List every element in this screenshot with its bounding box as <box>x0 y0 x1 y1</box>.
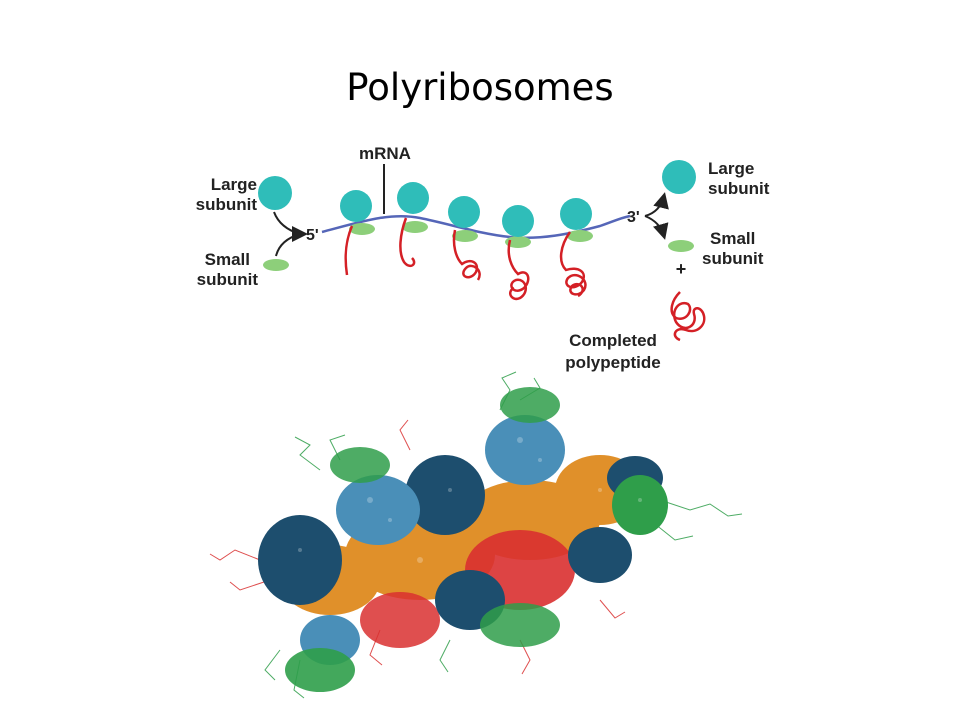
ribosome-2 <box>397 182 429 268</box>
polyribosome-3d-structure <box>209 371 743 699</box>
free-small-subunit-right <box>668 240 694 252</box>
ribosome-1 <box>340 190 375 276</box>
ribosome-4 <box>502 205 534 301</box>
left-large-subunit-label-1: Large <box>211 175 257 194</box>
left-small-subunit-label-1: Small <box>205 250 250 269</box>
completed-polypeptide <box>670 291 706 342</box>
release-arrow-lower <box>644 215 669 240</box>
free-small-subunit-left <box>263 259 289 271</box>
polypeptide-chain-4 <box>507 239 530 301</box>
plus-sign: + <box>676 259 687 279</box>
right-large-subunit-label-2: subunit <box>708 179 770 198</box>
polypeptide-chain-3 <box>452 229 481 281</box>
free-large-subunit-right <box>662 160 696 194</box>
slide-title: Polyribosomes <box>346 66 614 109</box>
completed-polypeptide-label-1: Completed <box>569 331 657 350</box>
left-small-subunit-label-2: subunit <box>197 270 259 289</box>
ribosome-3 <box>448 196 481 281</box>
polypeptide-chain-5 <box>559 231 587 298</box>
assembly-arrow-upper <box>273 211 301 235</box>
three-prime-label: 3' <box>627 209 640 226</box>
free-large-subunit-left <box>258 176 292 210</box>
five-prime-label: 5' <box>306 227 319 244</box>
assembly-arrow-lower <box>275 233 301 257</box>
polypeptide-chain-1 <box>344 225 354 276</box>
ribosome-5 <box>559 198 593 298</box>
release-arrow-upper <box>644 192 669 217</box>
right-small-subunit-label-2: subunit <box>702 249 764 268</box>
mrna-label: mRNA <box>359 144 411 163</box>
right-large-subunit-label-1: Large <box>708 159 754 178</box>
completed-polypeptide-label-2: polypeptide <box>565 353 660 372</box>
mrna-strand <box>321 214 631 240</box>
polypeptide-chain-2 <box>399 217 416 268</box>
left-large-subunit-label-2: subunit <box>196 195 258 214</box>
right-small-subunit-label-1: Small <box>710 229 755 248</box>
